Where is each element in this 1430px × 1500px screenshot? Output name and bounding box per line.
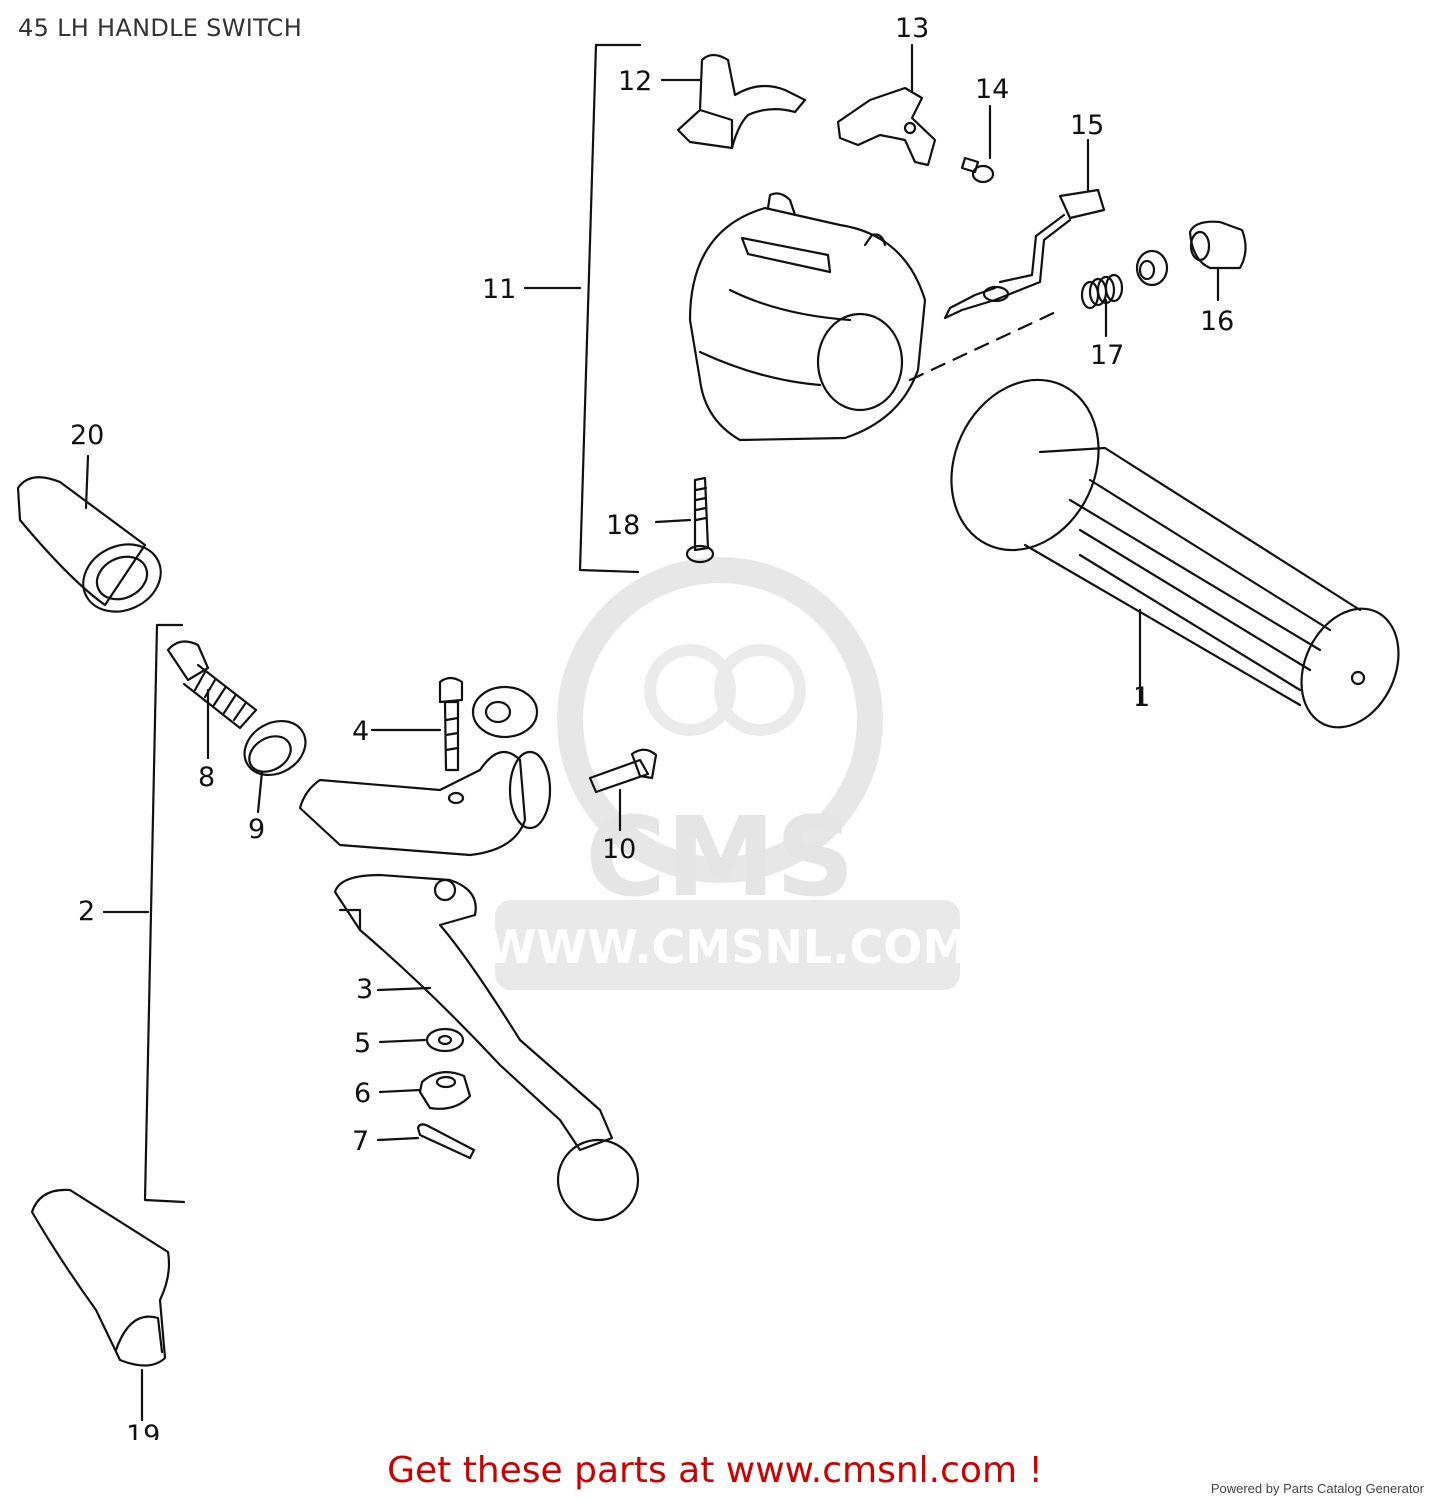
label-part-8: 8	[198, 762, 215, 793]
part-15-contact	[943, 188, 1106, 320]
cta-link[interactable]: Get these parts at www.cmsnl.com !	[387, 1450, 1043, 1491]
leader-7	[376, 1136, 420, 1142]
part-18-screw	[685, 476, 715, 564]
label-part-16: 16	[1200, 306, 1234, 337]
bracket-2	[143, 623, 186, 1204]
part-17-spring	[1080, 273, 1124, 310]
label-part-9: 9	[248, 814, 265, 845]
bracket-11	[578, 43, 642, 574]
label-part-17: 17	[1090, 340, 1124, 371]
part-4-bolt	[438, 676, 464, 772]
part-16-cap	[1188, 220, 1247, 270]
part-9-nut	[243, 719, 307, 777]
label-part-11: 11	[482, 274, 516, 305]
watermark-url: WWW.CMSNL.COM	[486, 920, 969, 974]
cms-watermark: CMS WWW.CMSNL.COM	[486, 557, 969, 990]
page-title: 45 LH HANDLE SWITCH	[18, 14, 303, 42]
part-3-lever	[333, 873, 640, 1222]
part-14-screw	[960, 156, 995, 184]
leader-6	[378, 1088, 422, 1094]
part-13-knob	[836, 86, 937, 167]
leader-18	[654, 518, 692, 524]
leader-3	[376, 986, 432, 992]
part-5-washer	[425, 1027, 465, 1053]
label-part-10: 10	[602, 834, 636, 865]
label-part-13: 13	[895, 13, 929, 44]
part-8-bolt	[166, 640, 258, 730]
label-part-1: 1	[1133, 682, 1150, 713]
label-part-15: 15	[1070, 110, 1104, 141]
part-7-pin	[416, 1123, 476, 1160]
part-washer	[1135, 249, 1169, 287]
label-part-19: 19	[126, 1420, 160, 1440]
leader-9	[256, 770, 264, 814]
label-part-5: 5	[354, 1028, 371, 1059]
part-19-boot	[30, 1188, 171, 1367]
part-labels: 1 2 3 4 5 6 7 8 9 10 11 12 13 14 15 16 1…	[70, 13, 1234, 1440]
part-6-nut	[418, 1071, 472, 1110]
part-1-grip	[950, 378, 1400, 729]
watermark-brand: CMS	[585, 793, 854, 921]
label-part-7: 7	[352, 1126, 369, 1157]
powered-by: Powered by Parts Catalog Generator	[1210, 1481, 1424, 1496]
label-part-2: 2	[78, 896, 95, 927]
part-10-bolt	[588, 748, 658, 794]
label-part-6: 6	[354, 1078, 371, 1109]
part-20-boot	[16, 476, 162, 613]
part-12-knob	[676, 53, 807, 150]
leader-20	[84, 454, 90, 510]
label-part-4: 4	[352, 716, 369, 747]
label-part-12: 12	[618, 66, 652, 97]
exploded-parts-diagram: CMS WWW.CMSNL.COM	[16, 13, 1400, 1440]
part-lever-bracket	[298, 685, 552, 857]
label-part-20: 20	[70, 420, 104, 451]
part-11-housing	[688, 192, 1062, 442]
label-part-18: 18	[606, 510, 640, 541]
leader-5	[378, 1038, 427, 1044]
label-part-14: 14	[975, 74, 1009, 105]
label-part-3: 3	[356, 974, 373, 1005]
